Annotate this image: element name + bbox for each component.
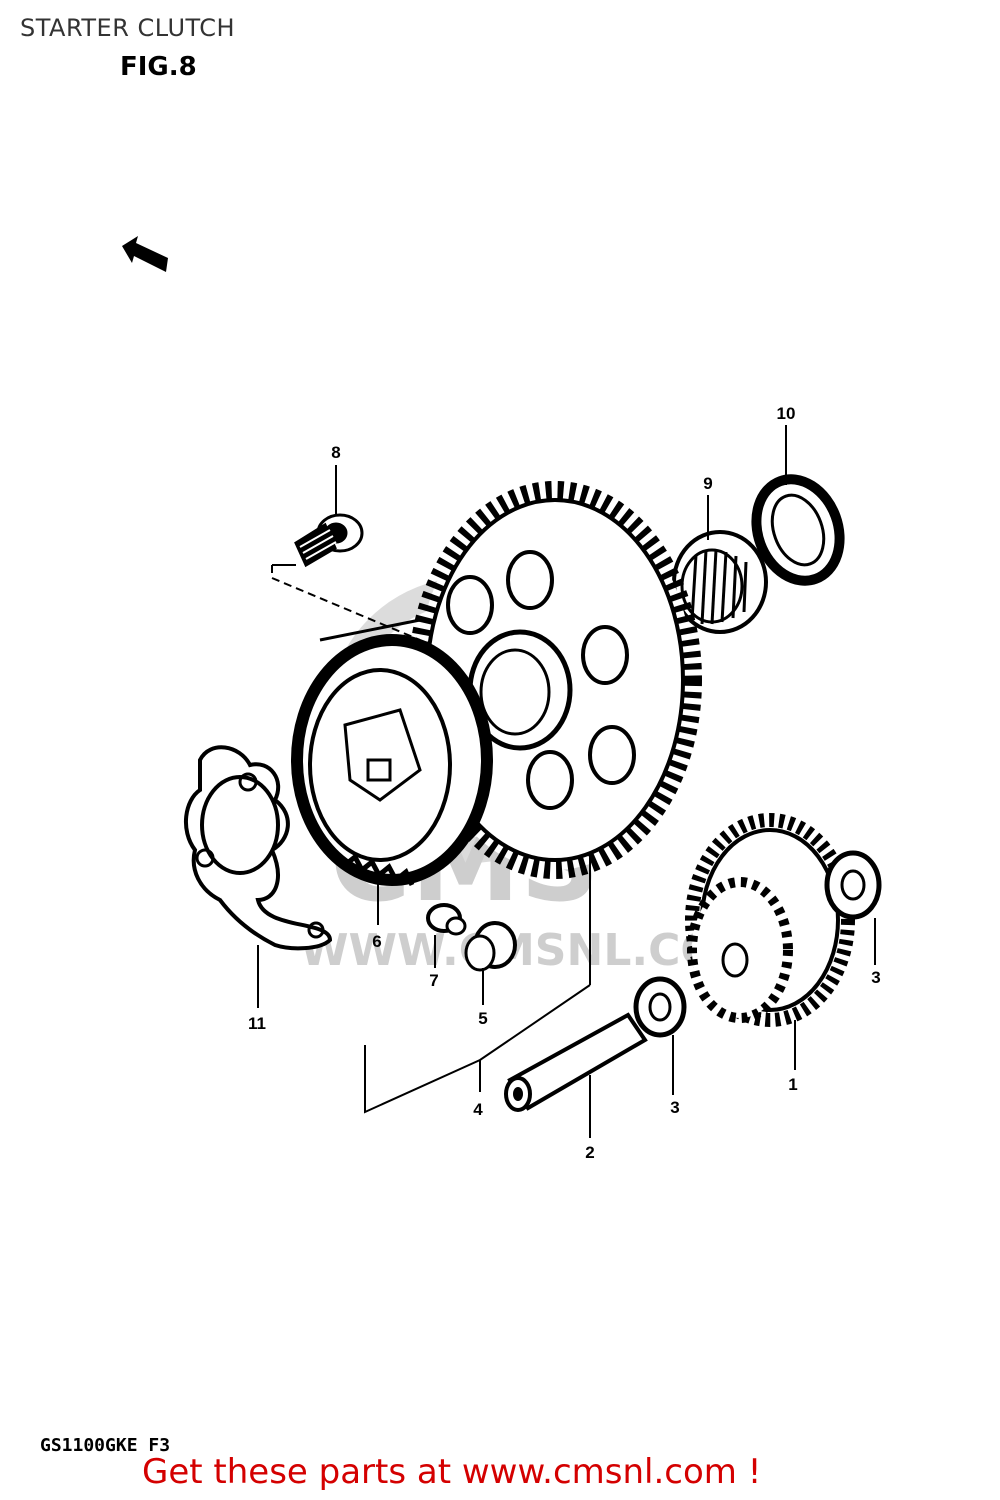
part-1-idle-gear: [685, 813, 855, 1027]
part-7-pin: [426, 903, 467, 936]
callout-10: 10: [777, 404, 796, 423]
callout-11: 11: [248, 1014, 266, 1033]
cta-link[interactable]: Get these parts at www.cmsnl.com !: [142, 1452, 762, 1492]
callout-3: 3: [871, 968, 880, 987]
callout-4: 4: [473, 1100, 483, 1119]
watermark-url: WWW.CMSNL.COM: [300, 925, 762, 976]
part-11-plate: [183, 745, 333, 951]
part-2-shaft: [504, 1012, 648, 1112]
callout-3: 3: [670, 1098, 679, 1117]
callout-8: 8: [331, 443, 340, 462]
page-title: STARTER CLUTCH: [20, 14, 236, 42]
part-6-spring: [343, 853, 415, 887]
part-5-roller: [464, 921, 517, 972]
figure-label: FIG.8: [120, 52, 197, 82]
callout-1: 1: [788, 1075, 797, 1094]
model-code: GS1100GKE F3: [40, 1435, 171, 1456]
callout-9: 9: [703, 474, 712, 493]
callout-2: 2: [585, 1143, 594, 1162]
callout-6: 6: [372, 932, 381, 951]
direction-arrow-icon: [122, 236, 168, 272]
part-8-bolt: [294, 513, 364, 568]
part-4-clutch-housing: [291, 618, 493, 886]
part-3-washer: [633, 976, 687, 1038]
part-10-thrust-washer: [751, 474, 845, 586]
callout-7: 7: [429, 971, 438, 990]
leader-lines: [257, 425, 876, 1138]
callout-5: 5: [478, 1009, 487, 1028]
part-9-needle-bearing: [672, 530, 768, 634]
part-3-washer: [824, 850, 882, 920]
